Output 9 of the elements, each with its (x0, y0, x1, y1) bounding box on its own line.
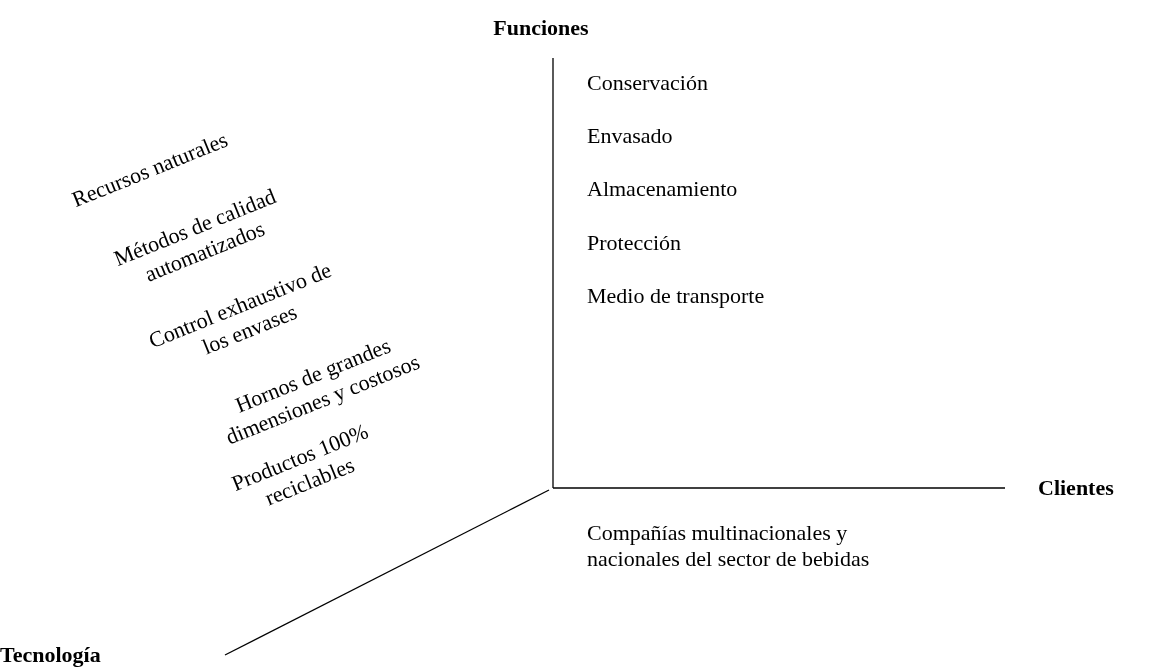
axis-title: Clientes (1038, 475, 1114, 502)
function-item: Almacenamiento (587, 176, 738, 203)
function-item: Medio de transporte (587, 283, 765, 310)
function-item: Envasado (587, 123, 673, 150)
axis-title: Tecnología (0, 642, 101, 667)
client-description: Compañías multinacionales y nacionales del sector de bebidas (587, 520, 871, 573)
axis-title: Funciones (493, 14, 589, 42)
function-item: Conservación (587, 70, 708, 97)
function-item: Protección (587, 230, 682, 257)
